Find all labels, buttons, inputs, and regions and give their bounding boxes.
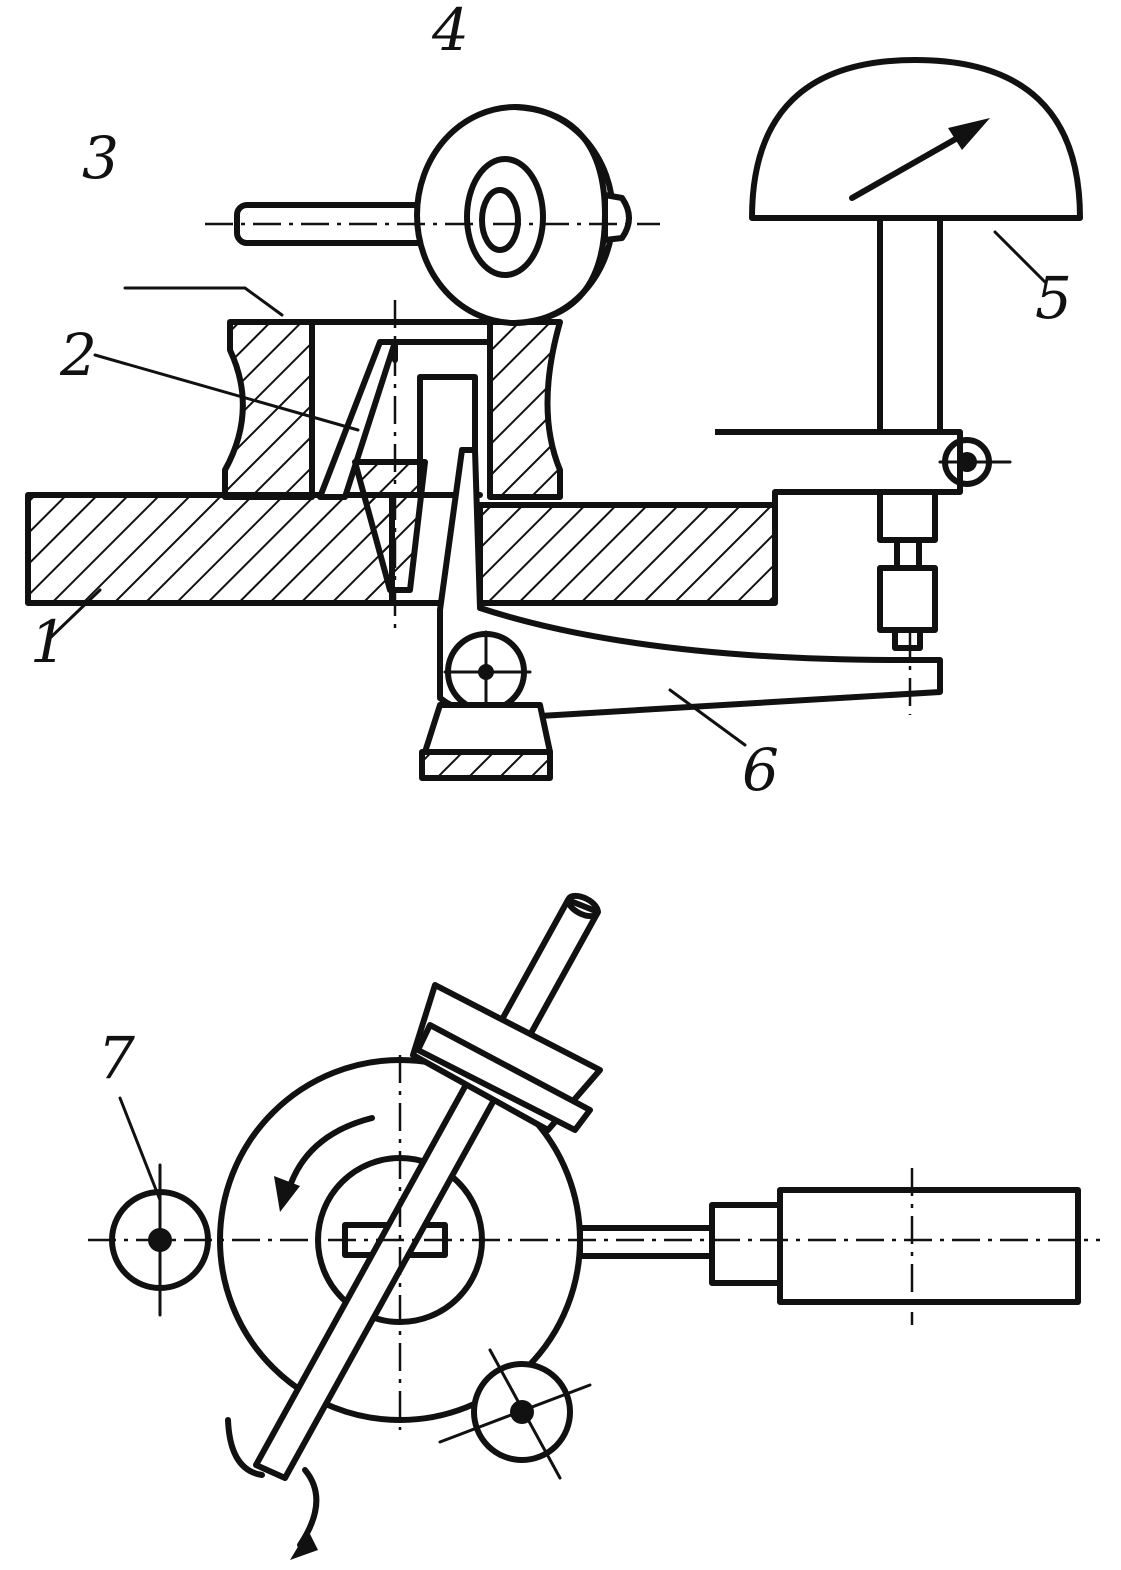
drive-wheel bbox=[205, 104, 660, 326]
label-1: 1 bbox=[30, 608, 67, 676]
section-view: 1 2 3 4 5 6 bbox=[25, 0, 1083, 1202]
measuring-insert bbox=[317, 339, 493, 593]
workpiece-ring bbox=[222, 319, 563, 500]
label-6: 6 bbox=[742, 736, 779, 804]
inclined-shaft bbox=[225, 892, 603, 1560]
plan-view: 7 bbox=[88, 892, 1100, 1560]
label-2: 2 bbox=[59, 321, 97, 389]
label-7: 7 bbox=[98, 1024, 135, 1092]
dial-indicator bbox=[715, 57, 1083, 651]
lever bbox=[419, 447, 943, 781]
support-roller-bottom bbox=[438, 1348, 592, 1480]
label-5: 5 bbox=[1035, 264, 1072, 332]
label-3: 3 bbox=[82, 124, 119, 192]
label-4: 4 bbox=[431, 0, 469, 64]
leader-lines bbox=[46, 230, 1047, 1202]
indicator-cylinder bbox=[577, 1187, 1081, 1305]
